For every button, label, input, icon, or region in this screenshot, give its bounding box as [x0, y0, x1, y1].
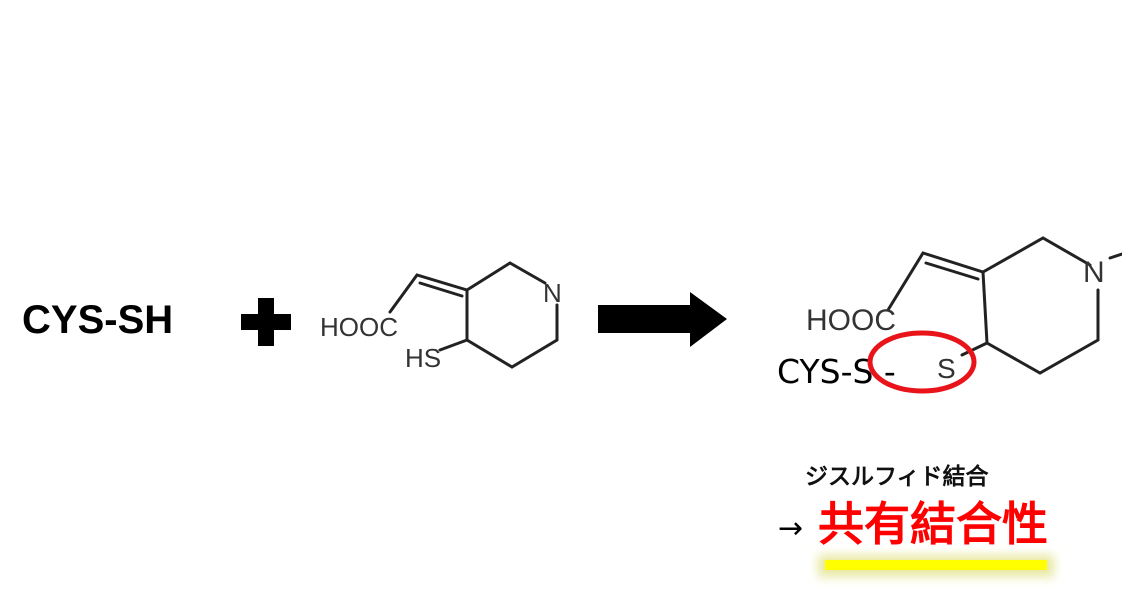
sulfur-label: S — [937, 353, 956, 384]
plus-icon — [241, 298, 291, 346]
reactant-cys-sh: CYS-SH — [22, 298, 173, 342]
molecule-product: HOOC S N CYS-S - — [777, 236, 1122, 394]
conclusion-underline — [825, 560, 1047, 570]
acid-group-label: HOOC — [806, 304, 896, 337]
nitrogen-label: N — [543, 278, 562, 308]
cys-s-label: CYS-S - — [777, 352, 896, 391]
reaction-arrow-icon — [598, 292, 727, 347]
arrow-glyph: → — [778, 511, 803, 546]
bond-type-label: ジスルフィド結合 — [805, 463, 990, 490]
disulfide-highlight-circle — [867, 330, 977, 394]
conclusion-label: 共有結合性 — [818, 497, 1048, 551]
acid-group-label: HOOC — [320, 312, 398, 342]
molecule-thiol: HOOC HS N — [320, 261, 562, 373]
thiol-group-label: HS — [405, 343, 441, 373]
nitrogen-label: N — [1083, 256, 1105, 289]
